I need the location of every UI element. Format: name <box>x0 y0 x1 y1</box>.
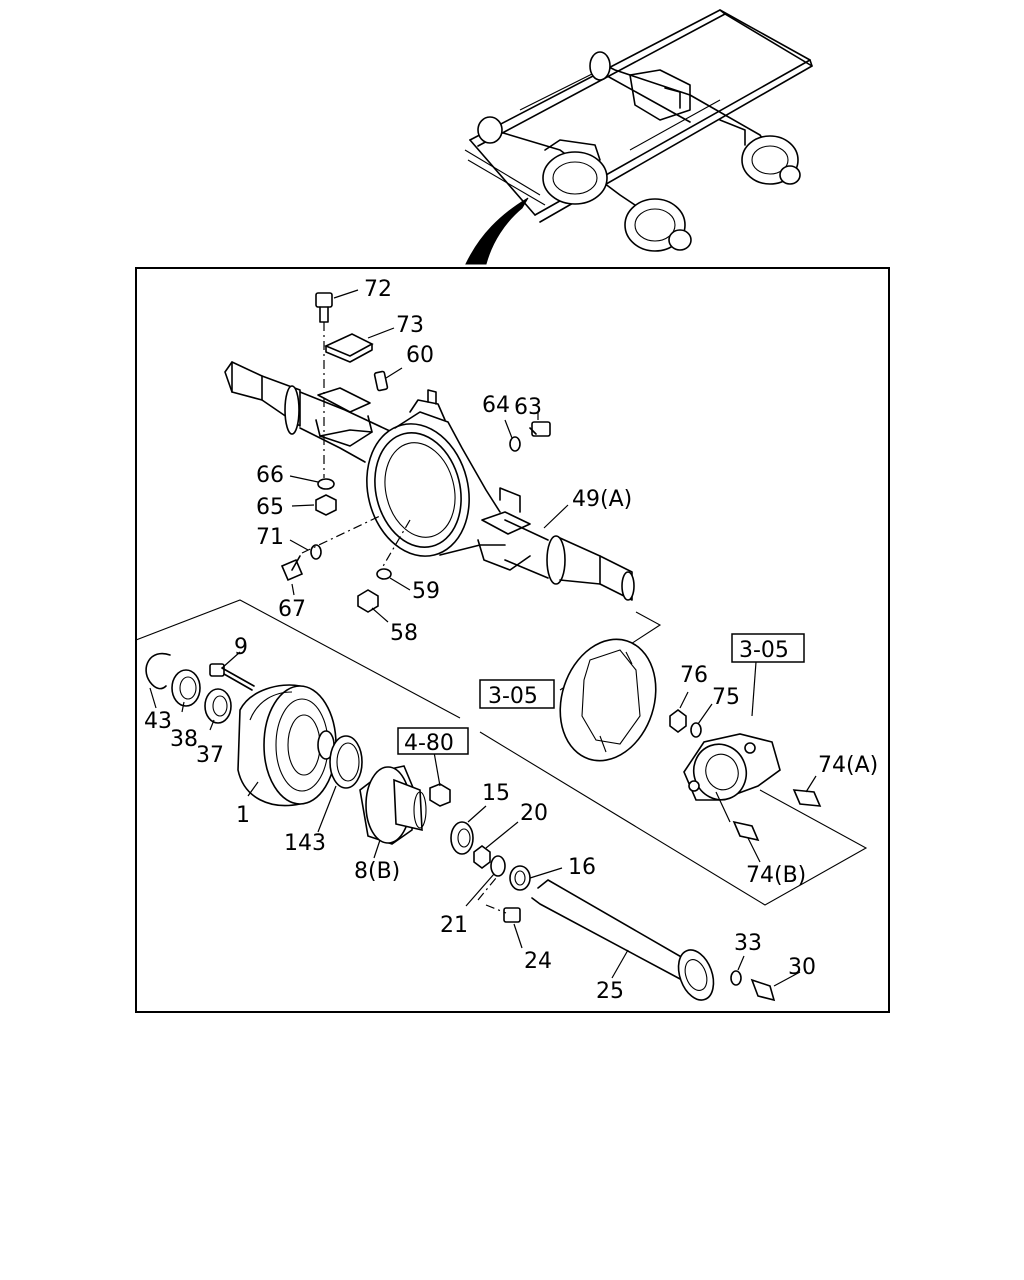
callout-43: 43 <box>144 709 172 734</box>
callout-9: 9 <box>234 635 248 660</box>
reference-box-3-05-left: 3-05 <box>479 679 555 709</box>
callout-65: 65 <box>256 495 284 520</box>
callout-8b: 8(B) <box>354 859 400 884</box>
hub-leaders <box>149 651 801 987</box>
callout-1: 1 <box>236 803 250 828</box>
callout-73: 73 <box>396 313 424 338</box>
housing-fasteners <box>280 292 551 613</box>
brake-backing-plate <box>559 638 657 762</box>
reference-box-4-80: 4-80 <box>397 727 469 756</box>
chassis-overview <box>464 9 813 265</box>
hub-drum-parts <box>145 652 776 1002</box>
callout-49a: 49(A) <box>572 487 632 512</box>
callout-75: 75 <box>712 685 740 710</box>
callout-143: 143 <box>284 831 326 856</box>
housing-leaders <box>289 289 569 623</box>
brake-bracket-assembly <box>669 661 822 842</box>
callout-24: 24 <box>524 949 552 974</box>
callout-21: 21 <box>440 913 468 938</box>
callout-76: 76 <box>680 663 708 688</box>
callout-38: 38 <box>170 727 198 752</box>
reference-box-3-05-right: 3-05 <box>731 633 805 663</box>
callout-67: 67 <box>278 597 306 622</box>
callout-labels: 72 73 60 63 64 66 65 71 67 59 58 49(A) 9… <box>144 277 878 1004</box>
callout-64: 64 <box>482 393 510 418</box>
reference-4-80-label: 4-80 <box>404 731 454 756</box>
callout-60: 60 <box>406 343 434 368</box>
callout-33: 33 <box>734 931 762 956</box>
callout-59: 59 <box>412 579 440 604</box>
bracket-leaders <box>679 691 817 863</box>
reference-3-05-right-label: 3-05 <box>739 638 789 663</box>
callout-30: 30 <box>788 955 816 980</box>
callout-66: 66 <box>256 463 284 488</box>
callout-58: 58 <box>390 621 418 646</box>
callout-16: 16 <box>568 855 596 880</box>
axle-housing <box>224 361 635 601</box>
callout-72: 72 <box>364 277 392 302</box>
callout-74a: 74(A) <box>818 753 878 778</box>
callout-25: 25 <box>596 979 624 1004</box>
exploded-group-outline <box>135 599 868 906</box>
callout-15: 15 <box>482 781 510 806</box>
callout-20: 20 <box>520 801 548 826</box>
callout-63: 63 <box>514 395 542 420</box>
callout-71: 71 <box>256 525 284 550</box>
reference-3-05-left-label: 3-05 <box>488 684 538 709</box>
callout-74b: 74(B) <box>746 863 806 888</box>
callout-37: 37 <box>196 743 224 768</box>
